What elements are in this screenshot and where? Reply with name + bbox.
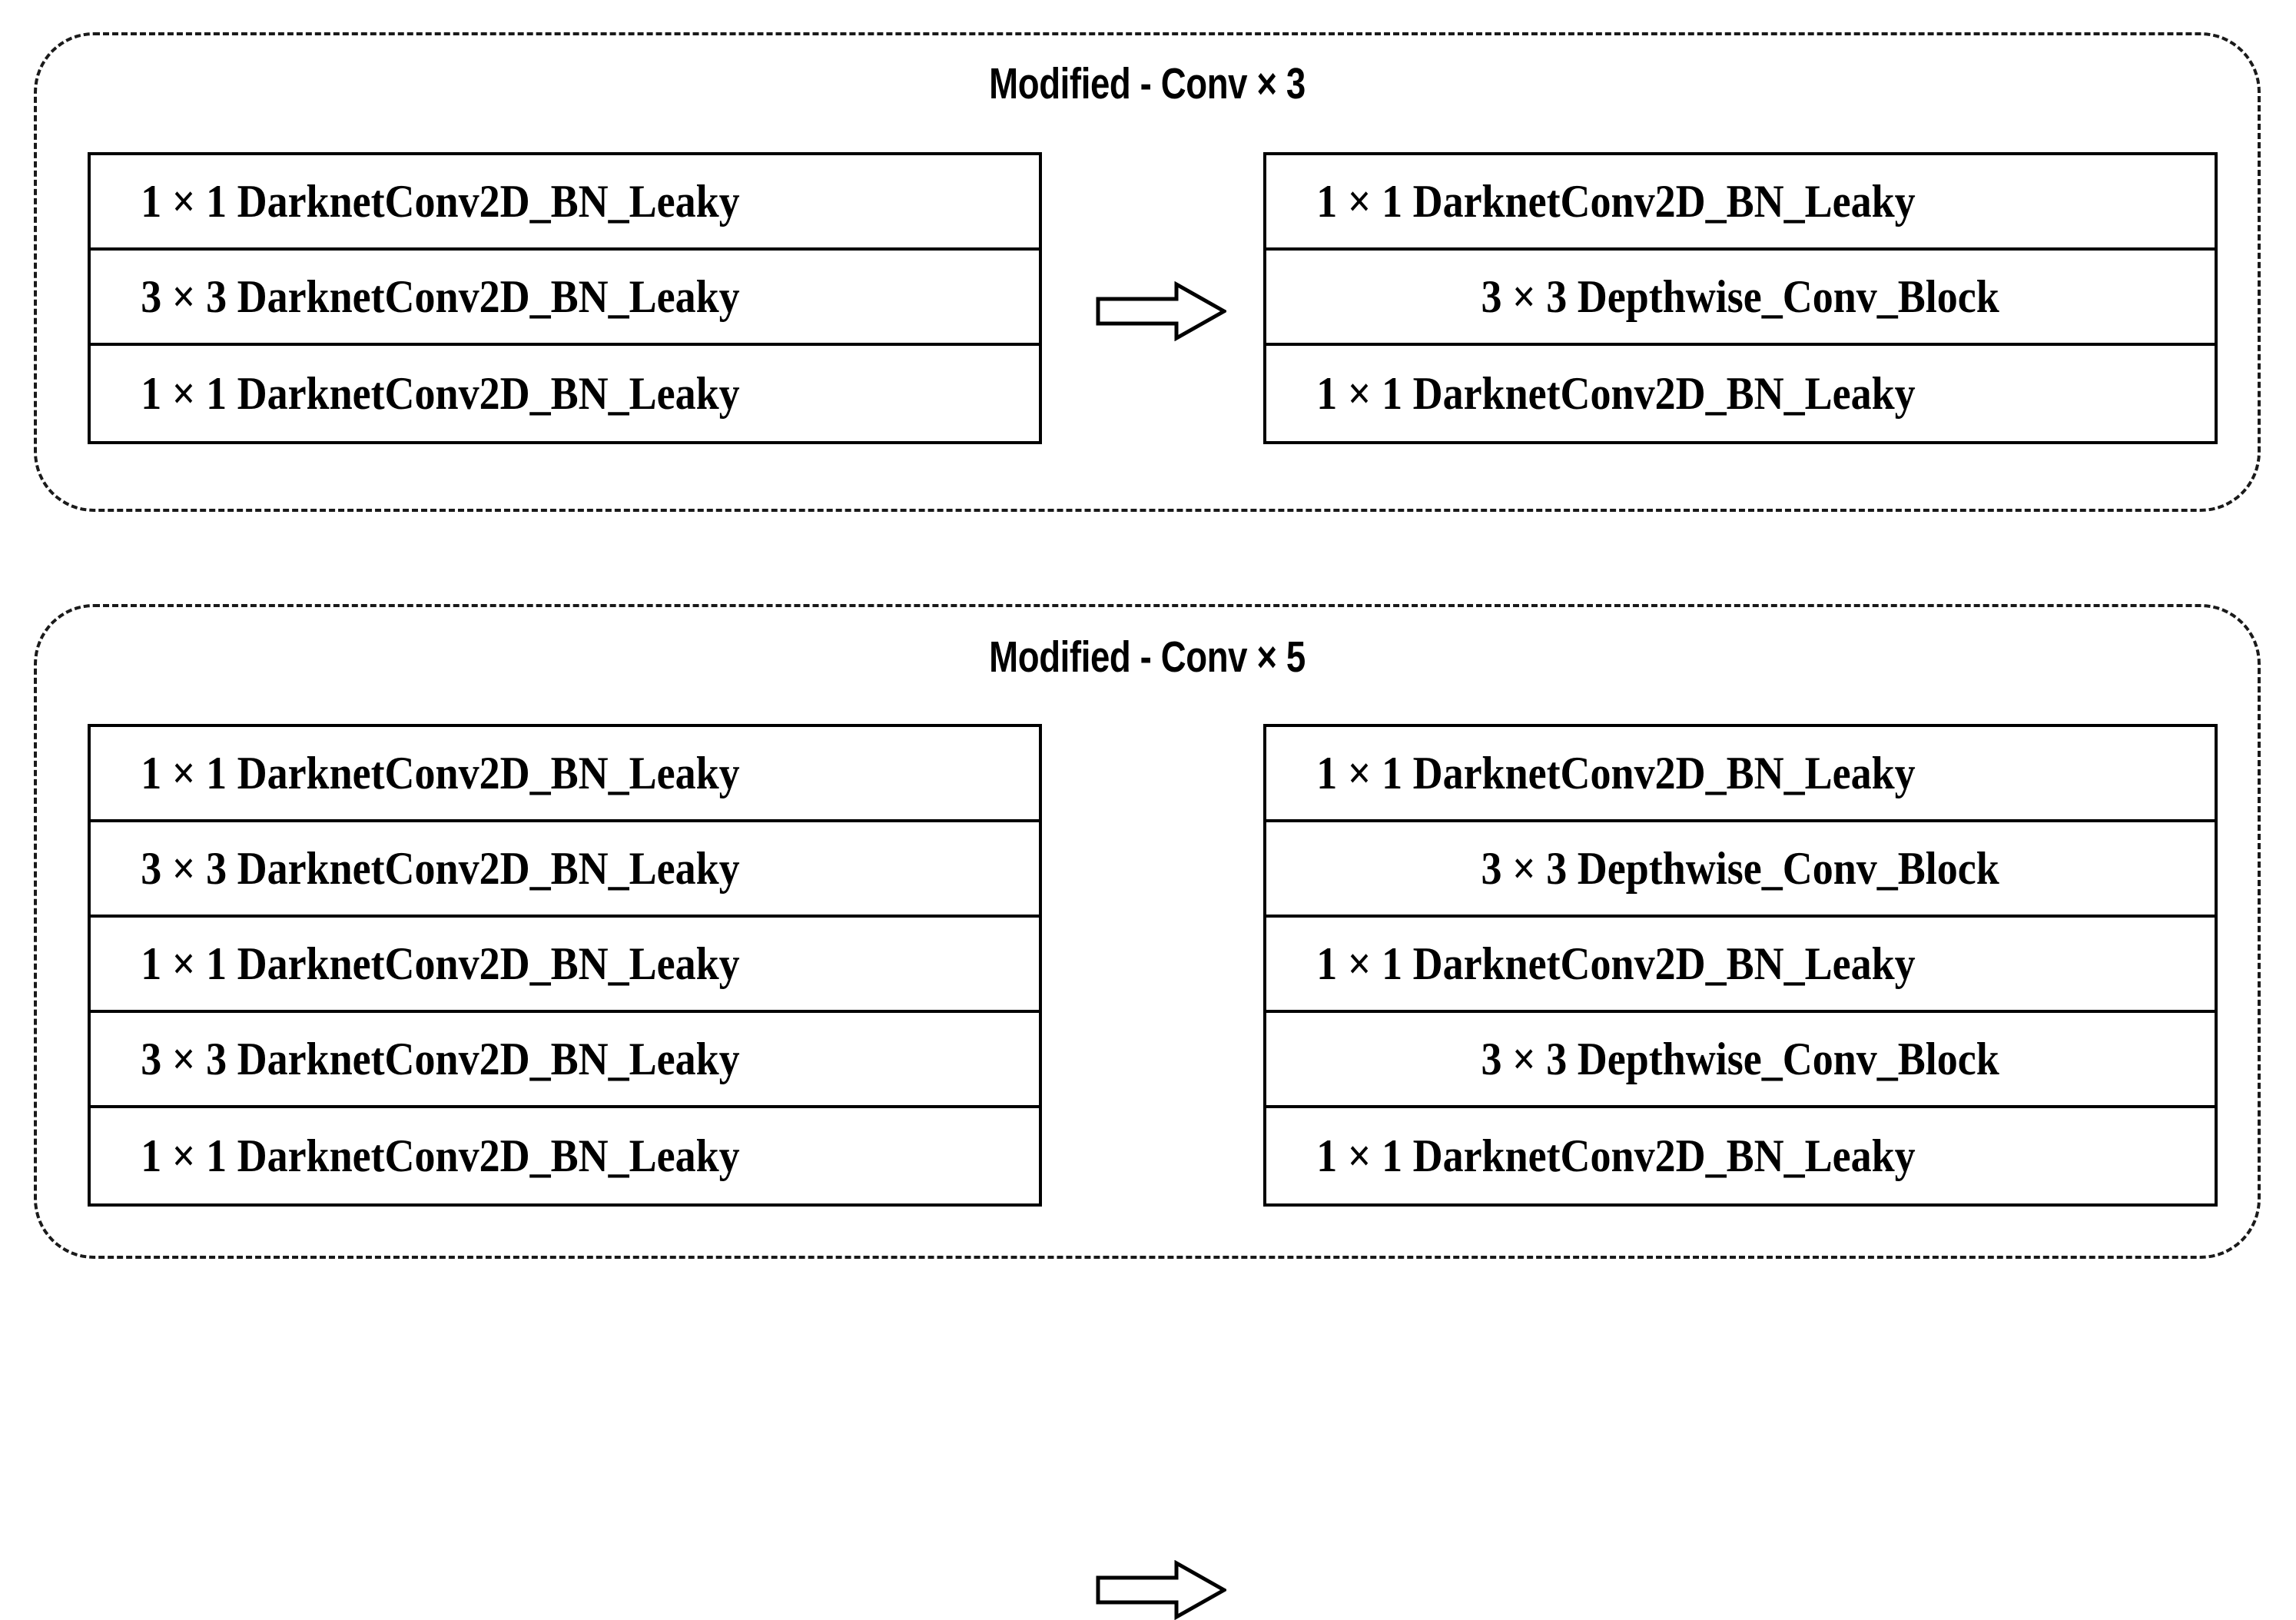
layer-row: 1 × 1 DarknetConv2D_BN_Leaky [1266,346,2215,441]
stack-conv3-modified: 1 × 1 DarknetConv2D_BN_Leaky 3 × 3 Depth… [1263,152,2218,444]
layer-row: 1 × 1 DarknetConv2D_BN_Leaky [91,727,1039,822]
layer-row: 1 × 1 DarknetConv2D_BN_Leaky [91,346,1039,441]
stack-conv5-original: 1 × 1 DarknetConv2D_BN_Leaky 3 × 3 Darkn… [88,724,1042,1207]
group-modified-conv5: Modified - Conv × 5 1 × 1 DarknetConv2D_… [34,604,2261,1620]
layer-label: 1 × 1 DarknetConv2D_BN_Leaky [1316,1130,1916,1181]
group-title-conv5: Modified - Conv × 5 [989,632,1306,682]
layer-label: 3 × 3 DarknetConv2D_BN_Leaky [141,843,740,894]
layer-row: 3 × 3 Depthwise_Conv_Block [1266,822,2215,918]
group-title-conv3: Modified - Conv × 3 [989,59,1306,108]
layer-label: 3 × 3 DarknetConv2D_BN_Leaky [141,271,740,322]
layer-label: 1 × 1 DarknetConv2D_BN_Leaky [141,368,740,419]
diagram-canvas: Modified - Conv × 3 1 × 1 DarknetConv2D_… [34,32,2261,1620]
layer-row: 1 × 1 DarknetConv2D_BN_Leaky [1266,727,2215,822]
stack-conv3-original: 1 × 1 DarknetConv2D_BN_Leaky 3 × 3 Darkn… [88,152,1042,444]
layer-label: 1 × 1 DarknetConv2D_BN_Leaky [141,176,740,227]
layer-row: 1 × 1 DarknetConv2D_BN_Leaky [1266,918,2215,1013]
layer-label: 1 × 1 DarknetConv2D_BN_Leaky [1316,938,1916,989]
stack-conv5-modified: 1 × 1 DarknetConv2D_BN_Leaky 3 × 3 Depth… [1263,724,2218,1207]
layer-label: 1 × 1 DarknetConv2D_BN_Leaky [141,748,740,798]
layer-row: 1 × 1 DarknetConv2D_BN_Leaky [91,155,1039,251]
layer-label: 3 × 3 Depthwise_Conv_Block [1481,843,2000,894]
hollow-right-arrow-icon [1096,1560,1226,1620]
layer-label: 1 × 1 DarknetConv2D_BN_Leaky [141,938,740,989]
group-modified-conv3: Modified - Conv × 3 1 × 1 DarknetConv2D_… [34,32,2261,512]
layer-label: 1 × 1 DarknetConv2D_BN_Leaky [1316,368,1916,419]
layer-label: 3 × 3 Depthwise_Conv_Block [1481,271,2000,322]
hollow-right-arrow-icon [1096,281,1226,341]
layer-row: 1 × 1 DarknetConv2D_BN_Leaky [91,1108,1039,1203]
layer-row: 3 × 3 DarknetConv2D_BN_Leaky [91,251,1039,346]
layer-row: 3 × 3 Depthwise_Conv_Block [1266,1013,2215,1108]
layer-row: 1 × 1 DarknetConv2D_BN_Leaky [91,918,1039,1013]
layer-row: 3 × 3 Depthwise_Conv_Block [1266,251,2215,346]
layer-row: 3 × 3 DarknetConv2D_BN_Leaky [91,1013,1039,1108]
layer-label: 3 × 3 DarknetConv2D_BN_Leaky [141,1034,740,1084]
layer-row: 3 × 3 DarknetConv2D_BN_Leaky [91,822,1039,918]
layer-label: 1 × 1 DarknetConv2D_BN_Leaky [1316,748,1916,798]
layer-label: 3 × 3 Depthwise_Conv_Block [1481,1034,2000,1084]
layer-label: 1 × 1 DarknetConv2D_BN_Leaky [141,1130,740,1181]
layer-row: 1 × 1 DarknetConv2D_BN_Leaky [1266,155,2215,251]
layer-label: 1 × 1 DarknetConv2D_BN_Leaky [1316,176,1916,227]
layer-row: 1 × 1 DarknetConv2D_BN_Leaky [1266,1108,2215,1203]
